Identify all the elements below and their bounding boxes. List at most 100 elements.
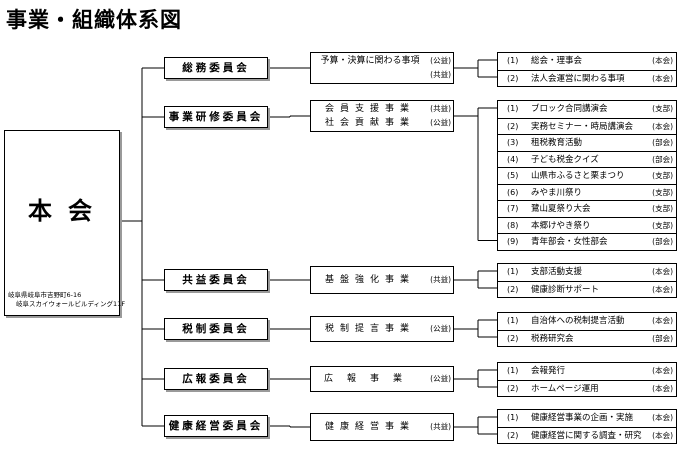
detail-item-tag: (本会)	[652, 121, 673, 131]
committee-name: 事業研修委員会	[168, 111, 264, 123]
business-category-tag: (共益)	[430, 104, 451, 113]
business-name: 税制提言事業	[324, 324, 415, 334]
business-name: 基盤強化事業	[324, 275, 415, 285]
detail-item-tag: (本会)	[652, 366, 673, 375]
detail-list-box: (1)総会・理事会(本会)(2)法人会運営に関わる事項(本会)	[497, 52, 677, 87]
detail-item-text: 山県市ふるさと栗まつり	[531, 171, 625, 181]
detail-item: (2) 健康診断サポート (本会)	[498, 280, 676, 299]
detail-item-text: 実務セミナー・時局講演会	[531, 121, 634, 132]
detail-item-text: ホームページ運用	[531, 383, 599, 394]
detail-item: (1) 健康経営事業の企画・実施 (本会)	[498, 410, 676, 427]
detail-item-text: 本郷けやき祭り	[531, 220, 591, 231]
detail-item-number: (2)	[507, 333, 519, 343]
business-category-tag: (公益)	[430, 374, 451, 383]
detail-item-tag: (部会)	[652, 333, 673, 343]
detail-item-tag: (本会)	[652, 383, 673, 393]
business-name: 広報事業	[323, 374, 416, 384]
main-office-address: 岐阜県岐阜市吉野町6-16 岐阜スカイウォールビルディング11F	[8, 291, 125, 309]
detail-item-text: 鷺山夏祭り大会	[531, 204, 591, 214]
detail-item-text: 支部活動支援	[531, 267, 583, 277]
detail-item-number: (2)	[507, 121, 519, 131]
business-box: 予算・決算に関わる事項(公益)(共益)	[310, 52, 454, 84]
business-row: 基盤強化事業(共益)	[311, 273, 453, 287]
business-box: 税制提言事業(公益)	[310, 316, 454, 342]
committee-box: 総務委員会	[164, 57, 268, 79]
detail-item: (2) 税務研究会 (部会)	[498, 329, 676, 348]
detail-item: (5)山県市ふるさと栗まつり(支部)	[498, 167, 676, 185]
detail-item: (2)健康経営に関する調査・研究(本会)	[498, 426, 676, 445]
business-category-tag: (共益)	[430, 422, 451, 431]
detail-item: (1)自治体への税制提言活動(本会)	[498, 313, 676, 330]
detail-item-number: (1)	[507, 413, 519, 422]
detail-item-tag: (本会)	[652, 56, 673, 65]
detail-item-text: 総会・理事会	[531, 56, 583, 66]
business-name: 会員支援事業	[324, 104, 415, 114]
detail-item-number: (9)	[507, 237, 519, 246]
committee-name: 共益委員会	[182, 274, 250, 286]
committee-box: 税制委員会	[164, 318, 268, 340]
detail-item: (6) みやま川祭り (支部)	[498, 183, 676, 202]
detail-list-box: (1) 支部活動支援 (本会) (2) 健康診断サポート (本会)	[497, 263, 677, 298]
committee-name: 税制委員会	[182, 323, 250, 335]
detail-item: (7) 鷺山夏祭り大会 (支部)	[498, 200, 676, 218]
detail-item: (3) 租税教育活動 (部会)	[498, 134, 676, 152]
committee-box: 共益委員会	[164, 269, 268, 291]
detail-item-text: 税務研究会	[531, 333, 574, 344]
business-category-tag: (公益)	[430, 56, 451, 65]
business-row: 予算・決算に関わる事項(公益)	[311, 54, 453, 68]
detail-item-number: (2)	[507, 284, 519, 294]
committee-name: 総務委員会	[182, 62, 250, 74]
page-title: 事業・組織体系図	[6, 8, 182, 32]
detail-item: (2) 実務セミナー・時局講演会 (本会)	[498, 117, 676, 136]
detail-item: (4) 子ども税金クイズ (部会)	[498, 150, 676, 169]
detail-item-text: 租税教育活動	[531, 138, 583, 148]
detail-item-number: (4)	[507, 154, 519, 164]
detail-item-tag: (部会)	[652, 154, 673, 164]
detail-item-number: (1)	[507, 104, 519, 113]
main-office-box: 本会 岐阜県岐阜市吉野町6-16 岐阜スカイウォールビルディング11F	[4, 130, 125, 316]
detail-item-tag: (本会)	[652, 267, 673, 276]
detail-item-text: 会報発行	[531, 366, 566, 376]
business-row: (共益)	[311, 68, 453, 82]
detail-item-number: (1)	[507, 56, 519, 65]
detail-item-text: 健康診断サポート	[531, 284, 600, 295]
detail-item: (1)ブロック合同講演会(支部)	[498, 101, 676, 118]
business-name: 社会貢献事業	[324, 118, 415, 128]
detail-item: (9)青年部会・女性部会(部会)	[498, 233, 676, 251]
detail-item: (1) 総会・理事会 (本会)	[498, 53, 676, 70]
business-box: 広報事業 (公益)	[310, 366, 454, 392]
detail-item-text: 法人会運営に関わる事項	[531, 73, 625, 84]
detail-item-text: 子ども税金クイズ	[531, 154, 599, 165]
detail-item-tag: (本会)	[652, 430, 673, 440]
detail-item-tag: (本会)	[652, 316, 673, 325]
detail-item-number: (2)	[507, 383, 519, 393]
detail-item: (1) 支部活動支援 (本会)	[498, 264, 676, 281]
business-row: 会員支援事業 (共益)	[311, 102, 453, 116]
detail-item-tag: (本会)	[652, 73, 673, 83]
business-row: 健康経営事業(共益)	[311, 420, 453, 434]
committee-box: 事業研修委員会	[164, 106, 268, 128]
detail-item-number: (6)	[507, 187, 519, 197]
detail-item-text: ブロック合同講演会	[531, 104, 608, 114]
detail-item-tag: (本会)	[652, 413, 673, 422]
detail-item-number: (1)	[507, 267, 519, 276]
detail-item-tag: (支部)	[652, 187, 673, 197]
detail-list-box: (1)健康経営事業の企画・実施(本会)(2)健康経営に関する調査・研究(本会)	[497, 409, 677, 444]
detail-item-text: 健康経営事業の企画・実施	[531, 413, 634, 423]
detail-item-tag: (支部)	[652, 220, 673, 230]
committee-box: 広報委員会	[164, 368, 268, 390]
detail-item-number: (7)	[507, 204, 519, 213]
detail-item-tag: (支部)	[652, 204, 673, 213]
committee-name: 健康経営委員会	[168, 420, 264, 432]
detail-item-tag: (支部)	[652, 171, 673, 180]
detail-item-tag: (本会)	[652, 284, 673, 294]
detail-item-text: みやま川祭り	[531, 187, 583, 198]
detail-item-number: (3)	[507, 138, 519, 147]
address-line-1: 岐阜県岐阜市吉野町6-16	[8, 291, 82, 299]
committee-name: 広報委員会	[182, 373, 250, 385]
detail-item: (1)会報発行(本会)	[498, 363, 676, 380]
detail-list-box: (1)会報発行(本会)(2)ホームページ運用(本会)	[497, 362, 677, 397]
detail-list-box: (1)自治体への税制提言活動(本会) (2) 税務研究会 (部会)	[497, 312, 677, 347]
detail-item-tag: (部会)	[652, 138, 673, 147]
